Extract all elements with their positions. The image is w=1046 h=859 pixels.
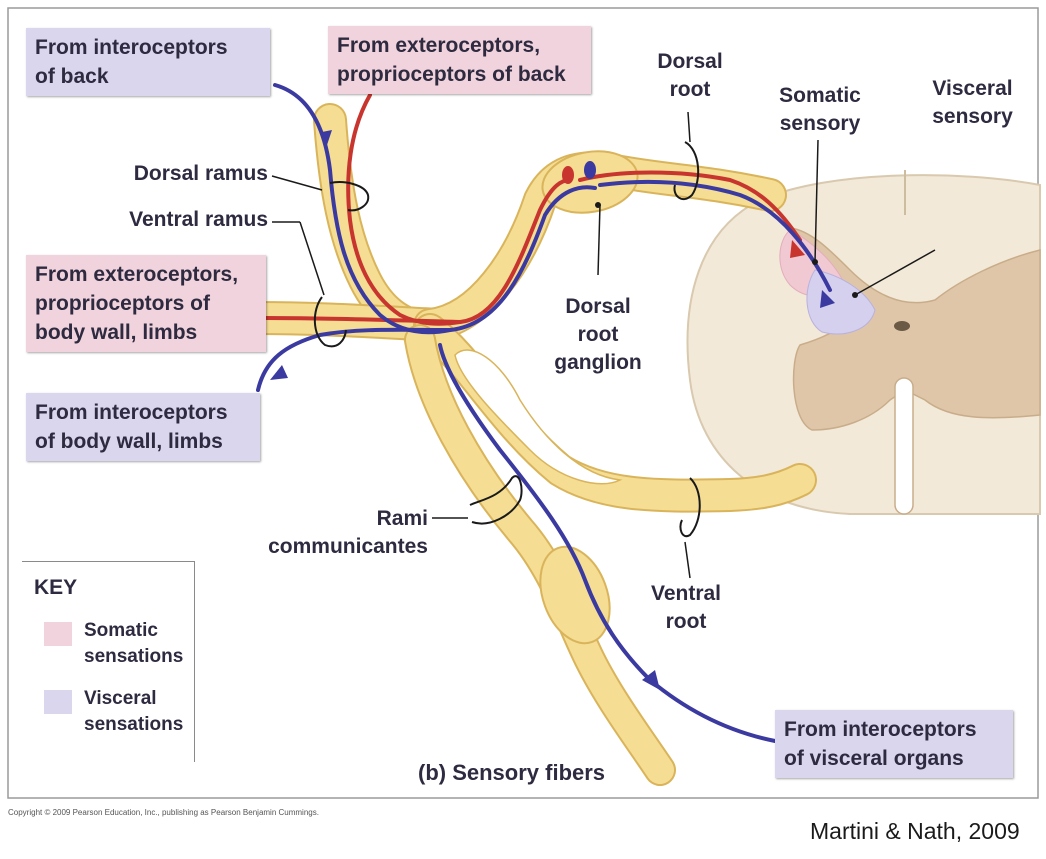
- somatic-fibers: [263, 93, 802, 326]
- root-gap: [454, 349, 623, 485]
- key-title: KEY: [34, 576, 78, 599]
- label-interoceptors-body: From interoceptors of body wall, limbs: [26, 393, 260, 461]
- label-ventral-root: Ventral root: [650, 582, 722, 633]
- visceral-neuron-cell-body: [584, 161, 596, 179]
- label-exteroceptors-body: From exteroceptors, proprioceptors of bo…: [26, 255, 266, 352]
- visceral-sensory-zone: [806, 269, 876, 335]
- somatic-neuron-cell-body: [562, 166, 574, 184]
- key-swatch-somatic: [44, 622, 72, 646]
- label-interoceptors-back: From interoceptors of back: [26, 28, 270, 96]
- label-ventral-ramus: Ventral ramus: [129, 208, 268, 231]
- leader-dot: [595, 202, 601, 208]
- key-text-visceral: Visceral sensations: [84, 688, 184, 735]
- arrowhead: [270, 365, 288, 380]
- arrowhead: [322, 130, 332, 145]
- label-visceral-sensory: Visceral sensory: [932, 77, 1013, 128]
- label-dorsal-root: Dorsal root: [657, 50, 723, 101]
- leader-lines: [271, 111, 936, 579]
- leader-dot: [812, 259, 818, 265]
- label-dorsal-root-ganglion: Dorsal root ganglion: [554, 295, 642, 374]
- visceral-fibers: [256, 83, 832, 743]
- key-text-somatic: Somatic sensations: [84, 620, 184, 667]
- figure-caption: (b) Sensory fibers: [418, 760, 606, 785]
- arrowhead: [642, 670, 660, 690]
- label-exteroceptors-back: From exteroceptors, proprioceptors of ba…: [328, 26, 591, 94]
- label-somatic-sensory: Somatic sensory: [779, 84, 861, 135]
- arrowhead: [820, 290, 835, 308]
- sympathetic-ganglion: [539, 545, 611, 645]
- label-dorsal-ramus: Dorsal ramus: [133, 162, 268, 185]
- source-credit: Martini & Nath, 2009: [810, 818, 1020, 844]
- central-canal: [894, 321, 910, 331]
- label-interoceptors-visceral: From interoceptors of visceral organs: [775, 710, 1013, 778]
- key-swatch-visceral: [44, 690, 72, 714]
- bracket-arcs: [313, 141, 701, 538]
- key-legend: KEY Somatic sensations Visceral sensatio…: [22, 561, 195, 762]
- arrowhead: [790, 240, 805, 258]
- anterior-median-fissure: [894, 377, 914, 515]
- copyright-notice: Copyright © 2009 Pearson Education, Inc.…: [8, 808, 319, 817]
- label-rami-communicantes: Rami communicantes: [268, 507, 428, 558]
- leader-dot: [852, 292, 858, 298]
